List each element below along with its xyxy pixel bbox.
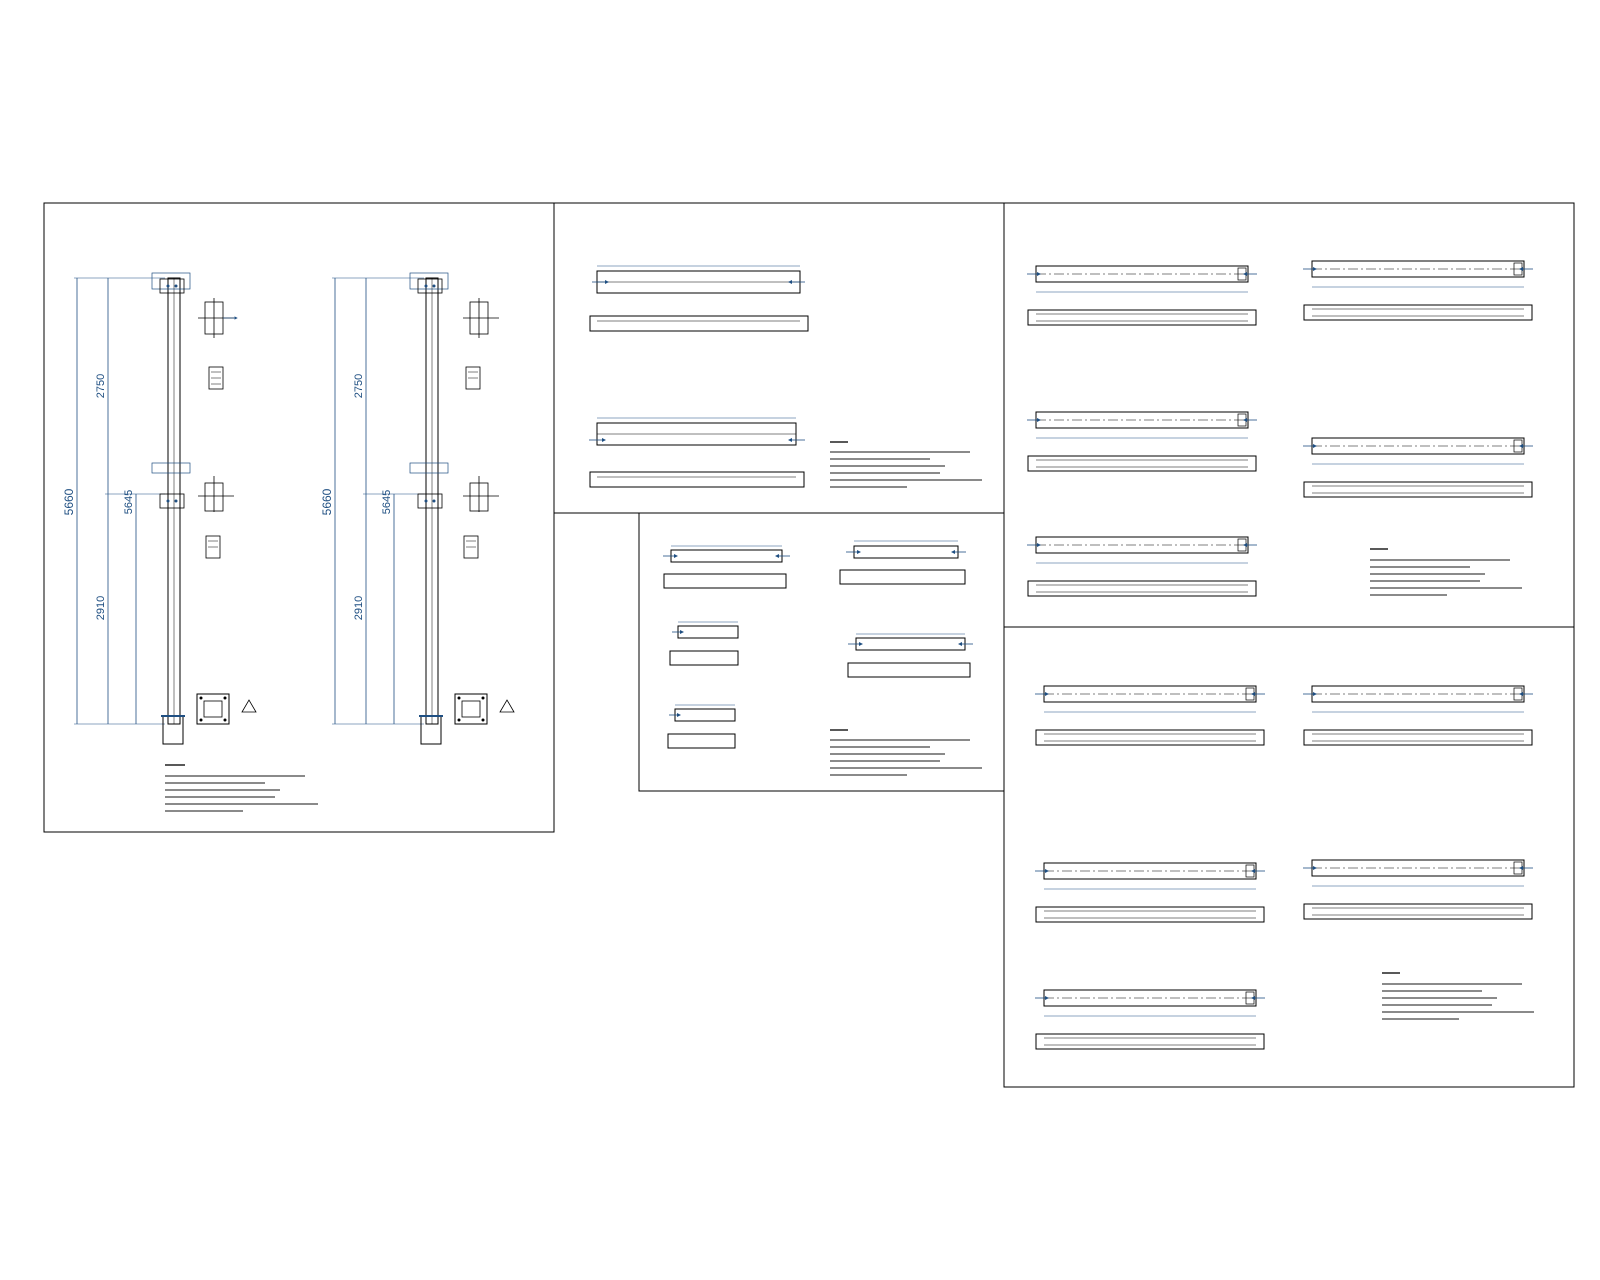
beam-elevation — [1303, 685, 1533, 713]
node-detail-icon — [463, 535, 479, 559]
node-detail-icon — [198, 476, 234, 512]
beam-elevation — [1035, 685, 1265, 713]
beam-section — [1303, 481, 1533, 498]
beam-group-right-top — [1027, 260, 1533, 597]
beam-section — [1027, 309, 1257, 326]
beam-elevation — [1303, 859, 1533, 887]
node-detail-icon — [463, 476, 499, 512]
notes-block — [1382, 972, 1534, 1020]
beam-small-1 — [663, 545, 790, 589]
beam-section — [1027, 580, 1257, 597]
node-detail-icon — [465, 366, 481, 390]
beam-elevation — [1035, 862, 1265, 890]
sheet-mb-right-top — [1003, 202, 1575, 628]
beam-small-3 — [669, 621, 739, 666]
node-detail-icon — [208, 366, 224, 390]
dim-total: 5660 — [62, 488, 76, 515]
beam-section — [1035, 729, 1265, 746]
beam-section — [1027, 455, 1257, 472]
beam-elevation — [1035, 989, 1265, 1017]
beam-elevation-top-2 — [589, 417, 805, 488]
node-detail-icon — [205, 535, 221, 559]
beam-section — [1035, 906, 1265, 923]
dim-total: 5660 — [320, 488, 334, 515]
sheet-beams-small — [638, 512, 1005, 792]
beam-elevation — [1027, 265, 1257, 293]
beam-elevation — [1027, 411, 1257, 439]
notes-block — [830, 729, 982, 776]
beam-section — [1303, 903, 1533, 920]
beam-section — [1035, 1033, 1265, 1050]
dim-upper: 2750 — [353, 374, 365, 398]
beam-group-right-bottom — [1035, 685, 1533, 1050]
beam-small-5 — [667, 704, 736, 749]
beam-elevation — [1303, 437, 1533, 465]
dim-upper: 2750 — [95, 374, 107, 398]
sheet-mb-right-bottom — [1003, 626, 1575, 1088]
column-elevation-2: 5660 2750 5645 2910 — [320, 272, 515, 745]
notes-block — [1370, 548, 1522, 596]
beam-small-2 — [839, 540, 966, 585]
node-detail-icon — [463, 298, 499, 338]
notes-block — [830, 441, 982, 488]
beam-elevation — [1027, 536, 1257, 564]
base-plate-icon — [196, 693, 257, 725]
beam-elevation — [1303, 260, 1533, 288]
dim-mid: 5645 — [123, 490, 135, 514]
base-plate-icon — [454, 693, 515, 725]
notes-block — [165, 764, 318, 812]
node-detail-icon — [198, 298, 238, 338]
column-elevation-1: 5660 2750 5645 2910 — [62, 272, 257, 745]
beam-small-4 — [847, 633, 973, 678]
sheet-columns — [43, 202, 555, 833]
beam-section — [1303, 304, 1533, 321]
dim-lower: 2910 — [95, 596, 107, 620]
dim-mid: 5645 — [381, 490, 393, 514]
beam-elevation-top-1 — [589, 265, 809, 332]
beam-section — [1303, 729, 1533, 746]
dim-lower: 2910 — [353, 596, 365, 620]
